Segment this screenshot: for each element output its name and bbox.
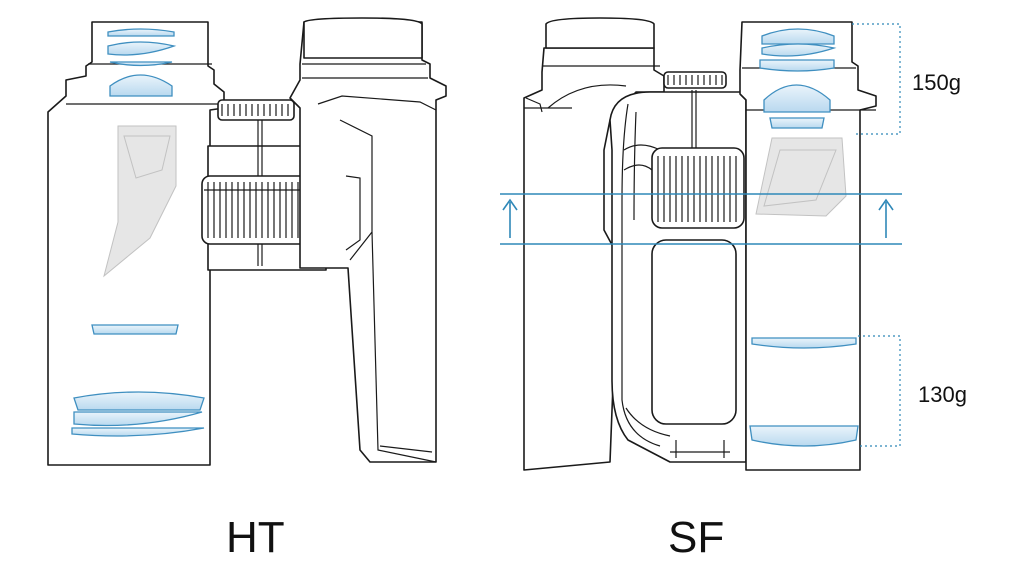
ht-binocular [47, 17, 447, 466]
sf-binocular [500, 17, 902, 471]
ht-focus-wheel [201, 175, 313, 245]
weight-bracket-upper [852, 23, 901, 135]
sf-focus-shift-annotation [500, 193, 902, 245]
weight-label-upper: 150g [912, 70, 961, 95]
ht-right-barrel [289, 17, 447, 463]
up-arrow-icon [502, 198, 518, 238]
sf-lens-group-eyepiece [759, 28, 837, 129]
ht-lens-group-eyepiece [107, 28, 177, 97]
ht-focus-knob [217, 99, 295, 121]
sf-lens-group-objective [749, 337, 859, 447]
up-arrow-icon [878, 198, 894, 238]
ht-prism [103, 125, 177, 278]
ht-lens-group-objective [71, 324, 205, 437]
model-label-ht: HT [226, 513, 285, 562]
sf-left-barrel [523, 17, 665, 471]
weight-label-lower: 130g [918, 382, 967, 407]
sf-right-barrel [739, 21, 877, 471]
sf-focus-wheel [651, 147, 745, 229]
sf-focus-knob [663, 71, 727, 150]
sf-prism [755, 137, 847, 217]
model-label-sf: SF [668, 513, 724, 562]
weight-bracket-lower [858, 335, 901, 447]
